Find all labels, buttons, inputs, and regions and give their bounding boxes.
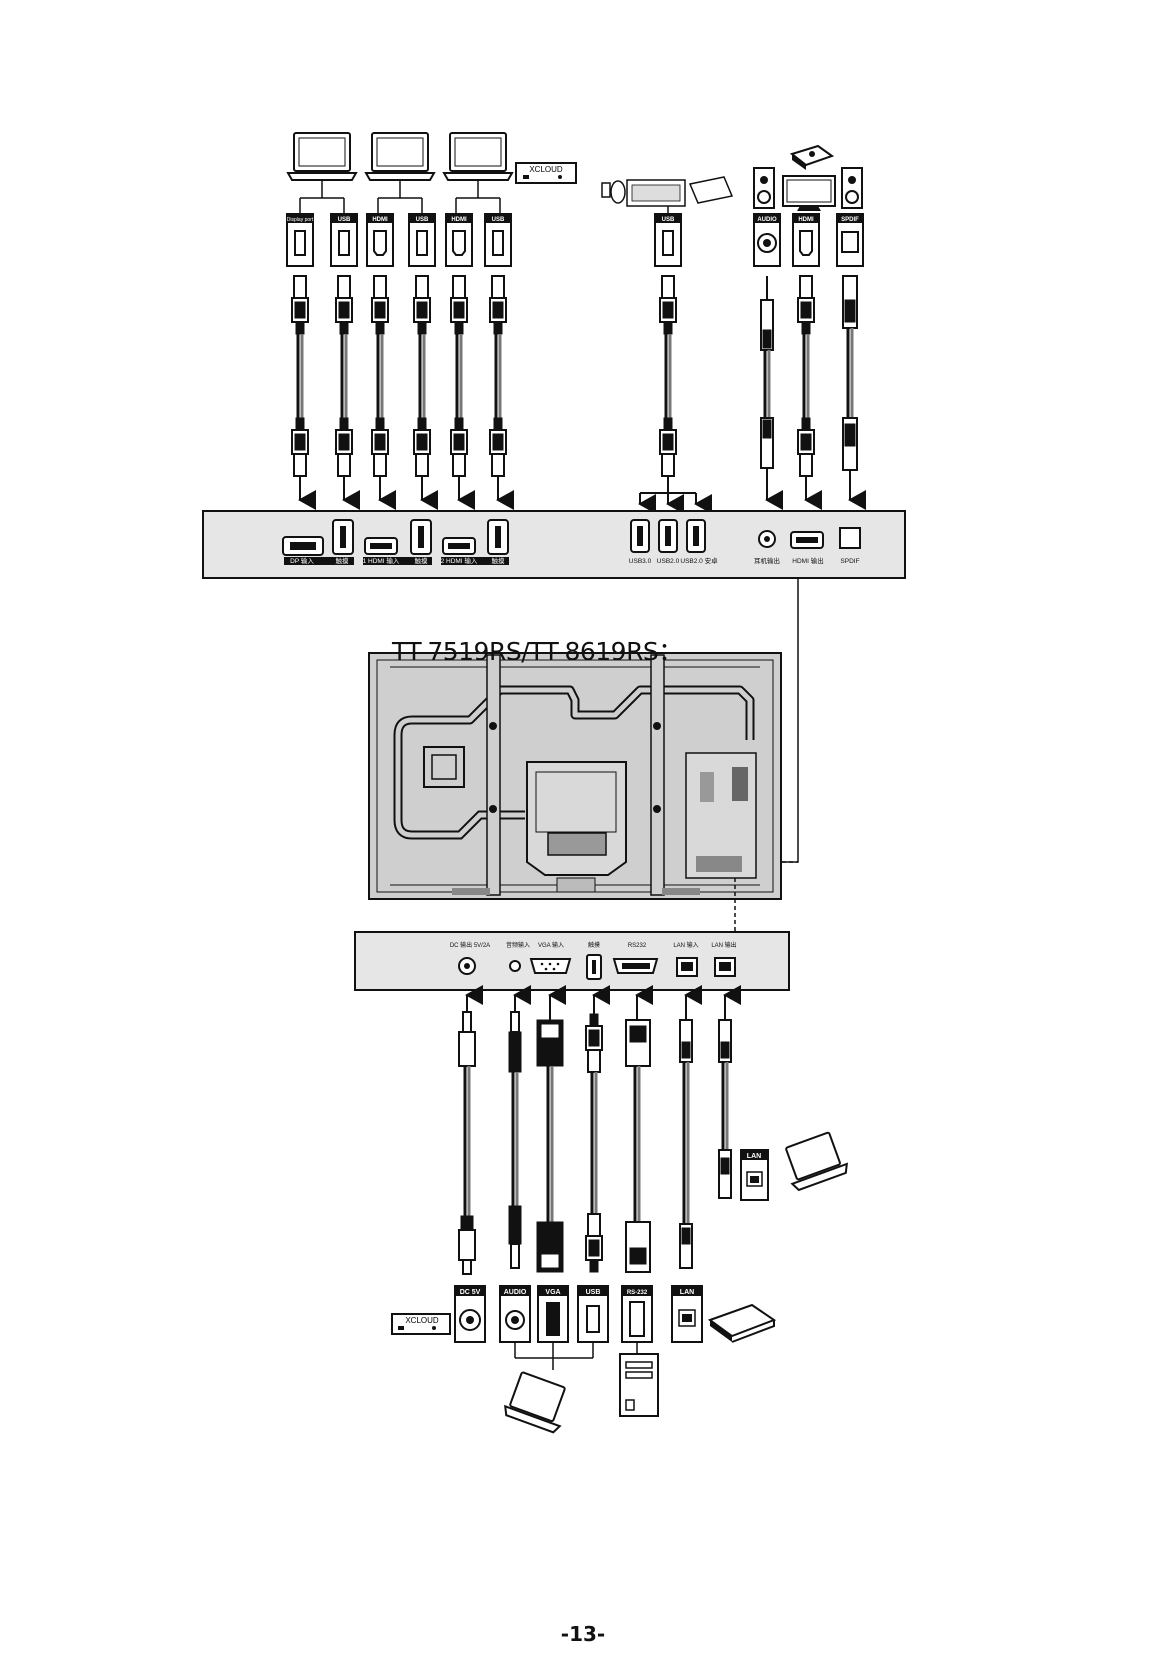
panel-label-lan-out: LAN 输出 <box>711 941 736 949</box>
panel-label-rs232: RS232 <box>628 943 647 949</box>
laptop-icon-3 <box>443 132 513 181</box>
cable-usb-3 <box>489 275 514 510</box>
panel-label-dp: DP 输入 <box>290 556 314 565</box>
panel-label-hdmi-1: 1 HDMI 输入 <box>363 556 400 565</box>
port-box-hdmi-2: HDMI <box>445 213 473 267</box>
page-number: -13- <box>560 1622 606 1646</box>
panel-label-touch-3: 触摸 <box>492 556 506 565</box>
panel-label-hdmi-2: 2 HDMI 输入 <box>441 556 478 565</box>
mini-pc-icon: XCLOUD <box>515 162 577 184</box>
cable-audio-in <box>508 985 531 1269</box>
port-box-dc: DC 5V <box>454 1285 486 1343</box>
panel-label-hdmi-out: HDMI 输出 <box>792 556 823 565</box>
port-box-spdif: SPDIF <box>836 213 864 267</box>
port-box-usb-3: USB <box>484 213 512 267</box>
cable-spdif <box>842 275 866 510</box>
panel-label-dc-out: DC 输出 5V/2A <box>450 941 490 949</box>
panel-label-usb20: USB2.0 <box>657 558 680 565</box>
port-tag-dc: DC 5V <box>460 1289 481 1296</box>
mini-pc-label: XCLOUD <box>529 165 563 174</box>
cable-displayport <box>291 275 316 510</box>
panel-label-headphone: 耳机输出 <box>754 556 780 565</box>
speaker-icon-left <box>753 167 775 209</box>
port-tag-usb-2: USB <box>416 217 429 223</box>
port-box-rs232: RS-232 <box>621 1285 653 1343</box>
cable-hdmi-1 <box>371 275 396 510</box>
usb-devices-icon <box>601 176 734 207</box>
projector-icon <box>789 144 835 170</box>
port-box-vga: VGA <box>537 1285 569 1343</box>
cable-lan-out <box>718 985 741 1199</box>
laptop-icon-2 <box>365 132 435 181</box>
port-tag-lan-bottom: LAN <box>680 1289 694 1296</box>
port-tag-hdmi-2: HDMI <box>451 217 467 223</box>
laptop-icon-lan <box>785 1131 848 1192</box>
panel-label-spdif: SPDIF <box>840 558 859 565</box>
model-title: TT-7519RS/TT-8619RS： <box>392 637 683 666</box>
pc-tower-icon <box>619 1353 659 1417</box>
port-box-hdmi-out: HDMI <box>792 213 820 267</box>
panel-label-lan-in: LAN 输入 <box>673 941 698 949</box>
top-io-panel: DP 输入 触摸 1 HDMI 输入 触摸 2 HDMI 输入 触摸 USB3.… <box>202 510 906 579</box>
cable-usb-4 <box>659 275 677 486</box>
monitor-icon <box>782 175 836 211</box>
cable-usb-2 <box>413 275 438 510</box>
port-box-usb-2: USB <box>408 213 436 267</box>
port-tag-usb-3: USB <box>492 217 505 223</box>
port-box-displayport: Display port <box>286 213 314 267</box>
router-icon <box>707 1303 777 1343</box>
port-box-audio-in: AUDIO <box>499 1285 531 1343</box>
cable-audio <box>760 276 783 510</box>
port-box-hdmi-1: HDMI <box>366 213 394 267</box>
bottom-io-panel: DC 输出 5V/2A 音频输入 VGA 输入 触摸 RS232 LAN 输入 … <box>354 931 790 991</box>
laptop-icon-bottom <box>504 1371 566 1434</box>
mini-pc-icon-bottom: XCLOUD <box>391 1313 451 1335</box>
port-box-usb-bottom: USB <box>577 1285 609 1343</box>
panel-label-touch-1: 触摸 <box>336 556 350 565</box>
port-tag-usb-1: USB <box>338 217 351 223</box>
panel-label-touch: 触摸 <box>588 941 600 949</box>
port-box-audio: AUDIO <box>753 213 781 267</box>
port-tag-audio: AUDIO <box>757 217 777 223</box>
cable-touch-usb <box>585 985 610 1273</box>
mini-pc-label-bottom: XCLOUD <box>405 1316 439 1325</box>
cable-rs232 <box>625 985 653 1273</box>
speaker-icon-right <box>841 167 863 209</box>
port-tag-rs232: RS-232 <box>627 1290 648 1296</box>
cable-dc <box>458 985 483 1275</box>
port-tag-displayport: Display port <box>287 217 314 223</box>
laptop-icon-1 <box>287 132 357 181</box>
panel-label-audio-in: 音频输入 <box>506 941 530 949</box>
port-tag-hdmi-out: HDMI <box>798 217 814 223</box>
panel-label-touch-2: 触摸 <box>415 556 429 565</box>
port-tag-spdif: SPDIF <box>841 217 859 223</box>
port-tag-usb-4: USB <box>662 217 675 223</box>
bottom-cables <box>458 985 741 1275</box>
cable-vga <box>536 985 566 1273</box>
panel-label-usb20-android: USB2.0 安卓 <box>680 556 718 565</box>
bottom-port-boxes: DC 5V AUDIO VGA USB RS-232 <box>454 1285 703 1343</box>
port-box-usb-1: USB <box>330 213 358 267</box>
cable-hdmi-out <box>797 275 822 510</box>
port-tag-audio-in: AUDIO <box>504 1289 527 1296</box>
panel-label-usb30: USB3.0 <box>629 558 652 565</box>
port-tag-hdmi-1: HDMI <box>372 217 388 223</box>
lan-side-tag: LAN <box>747 1153 761 1160</box>
display-back-view <box>368 652 782 900</box>
cable-usb-1 <box>335 275 360 510</box>
port-tag-vga: VGA <box>545 1289 560 1296</box>
lan-side-port: LAN <box>740 1149 769 1201</box>
panel-label-vga-in: VGA 输入 <box>538 941 564 949</box>
cable-lan-in <box>679 985 702 1269</box>
port-box-usb-4: USB <box>654 213 682 267</box>
port-box-lan-bottom: LAN <box>671 1285 703 1343</box>
cable-hdmi-2 <box>450 275 475 510</box>
port-tag-usb-bottom: USB <box>586 1289 601 1296</box>
top-cables <box>291 275 866 514</box>
